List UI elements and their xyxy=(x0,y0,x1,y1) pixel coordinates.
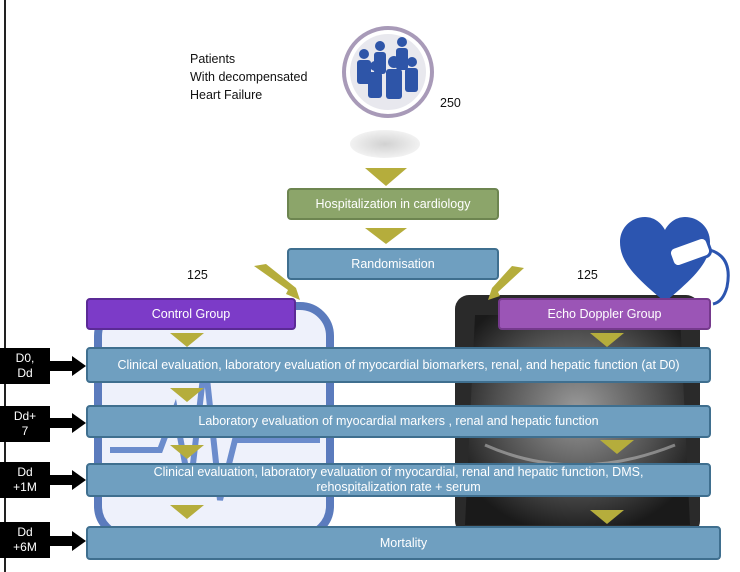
patients-line3: Heart Failure xyxy=(190,88,263,102)
timepoint-6m-line1: Dd xyxy=(17,525,33,539)
step3-line1: Clinical evaluation, laboratory evaluati… xyxy=(153,465,644,479)
timepoint-d7-line2: 7 xyxy=(21,424,29,438)
timepoint-d7-line1: Dd+ xyxy=(13,409,37,423)
timepoint-1m-line2: +1M xyxy=(13,480,37,494)
arrow-down-control-4 xyxy=(170,505,204,519)
arrow-down-echo-2 xyxy=(600,440,634,454)
hospitalization-box: Hospitalization in cardiology xyxy=(287,188,499,220)
arrow-down-1 xyxy=(365,168,407,186)
timepoint-arrow-3 xyxy=(50,470,86,490)
timepoint-d0: D0,Dd xyxy=(0,348,50,384)
patients-line1: Patients xyxy=(190,52,236,66)
patients-label: Patients With decompensated Heart Failur… xyxy=(190,50,307,104)
patients-group-icon xyxy=(342,26,434,118)
timepoint-arrow-1 xyxy=(50,356,86,376)
control-count: 125 xyxy=(187,268,208,282)
heart-probe-icon xyxy=(620,217,730,306)
timepoint-arrow-4 xyxy=(50,531,86,551)
step3-line2: rehospitalization rate + serum xyxy=(316,480,481,494)
timepoint-6m-line2: +6M xyxy=(13,540,37,554)
timepoint-d0-line2: Dd xyxy=(17,366,33,380)
timepoint-1m-line1: Dd xyxy=(17,465,33,479)
step1-box: Clinical evaluation, laboratory evaluati… xyxy=(86,347,711,383)
arrow-down-echo-1 xyxy=(590,333,624,347)
arrow-down-2 xyxy=(365,228,407,244)
timepoint-d7: Dd+7 xyxy=(0,406,50,442)
control-group-box: Control Group xyxy=(86,298,296,330)
arrow-down-control-1 xyxy=(170,333,204,347)
patients-count: 250 xyxy=(440,96,461,110)
timepoint-d0-line1: D0, xyxy=(15,351,35,365)
patients-line2: With decompensated xyxy=(190,70,308,84)
left-border-line xyxy=(4,0,6,572)
step3-box: Clinical evaluation, laboratory evaluati… xyxy=(86,463,711,497)
timepoint-6m: Dd+6M xyxy=(0,522,50,558)
timepoint-arrow-2 xyxy=(50,413,86,433)
timepoint-1m: Dd+1M xyxy=(0,462,50,498)
randomisation-box: Randomisation xyxy=(287,248,499,280)
arrow-diag-left xyxy=(254,264,300,300)
arrow-down-echo-3 xyxy=(590,510,624,524)
mortality-box: Mortality xyxy=(86,526,721,560)
shadow xyxy=(350,130,420,158)
echo-group-box: Echo Doppler Group xyxy=(498,298,711,330)
arrow-down-control-3 xyxy=(170,445,204,459)
arrow-diag-right xyxy=(488,266,524,300)
echo-count: 125 xyxy=(577,268,598,282)
arrow-down-control-2 xyxy=(170,388,204,402)
step2-box: Laboratory evaluation of myocardial mark… xyxy=(86,405,711,438)
